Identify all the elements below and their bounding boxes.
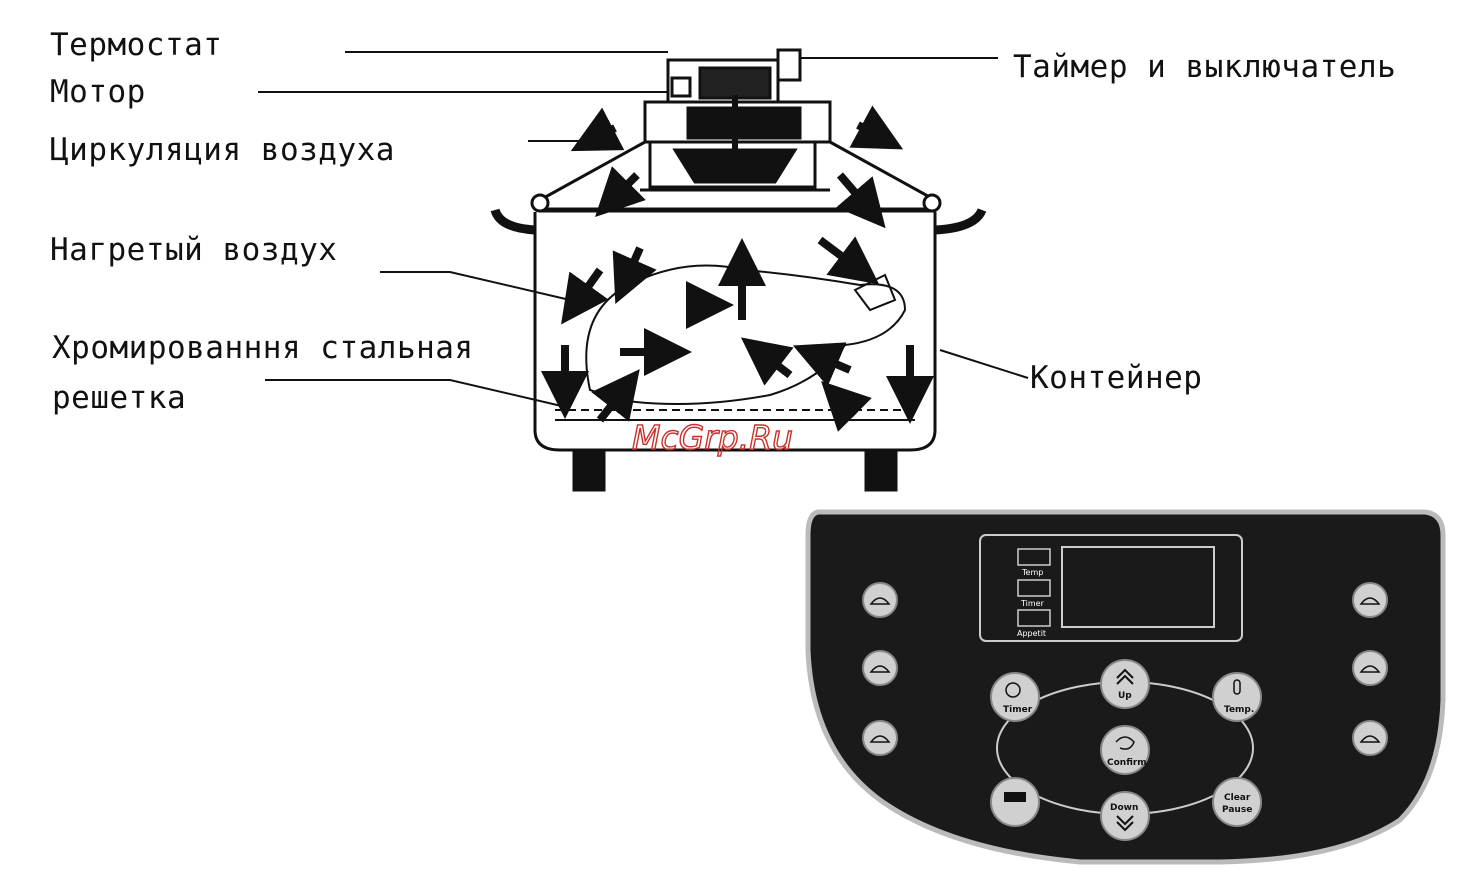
hinge-left bbox=[532, 195, 548, 211]
leader-grid bbox=[265, 380, 570, 408]
label-container: Контейнер bbox=[1030, 360, 1202, 396]
temp-button-label: Temp. bbox=[1224, 705, 1254, 715]
arrow-food-left bbox=[760, 352, 790, 375]
arrow-bowl-left1 bbox=[575, 270, 600, 305]
hinge-right bbox=[924, 195, 940, 211]
down-button-label: Down bbox=[1110, 803, 1138, 813]
handle-right bbox=[935, 210, 982, 230]
foot-left bbox=[574, 452, 604, 490]
display-screen bbox=[1062, 547, 1214, 627]
food-leg bbox=[855, 275, 895, 310]
handle-left bbox=[495, 210, 535, 230]
pause-button-label: Pause bbox=[1222, 805, 1252, 815]
indicator-timer-label: Timer bbox=[1020, 599, 1045, 608]
arrow-food-left2 bbox=[815, 355, 850, 370]
preset-button-right-1[interactable] bbox=[1353, 583, 1387, 617]
arrow-bottom-up bbox=[600, 388, 625, 420]
label-air-circulation: Циркуляция воздуха bbox=[50, 132, 395, 168]
arrow-bowl-right bbox=[820, 240, 860, 270]
label-timer-switch: Таймер и выключатель bbox=[1013, 49, 1396, 85]
preset-button-left-2[interactable] bbox=[863, 651, 897, 685]
indicator-temp-label: Temp bbox=[1021, 568, 1043, 577]
thermostat-switch bbox=[672, 78, 690, 96]
watermark: McGrp.Ru bbox=[632, 418, 793, 457]
preset-button-left-3[interactable] bbox=[863, 721, 897, 755]
confirm-button-label: Confirm bbox=[1107, 758, 1147, 768]
control-panel: Temp Timer Appetit Timer bbox=[808, 512, 1443, 862]
arrow-top-right bbox=[858, 125, 882, 138]
down-button[interactable] bbox=[1101, 792, 1149, 840]
arrow-lid-left bbox=[612, 175, 637, 200]
leader-heated-air bbox=[380, 272, 570, 300]
indicator-appetit-label: Appetit bbox=[1017, 629, 1046, 638]
label-heated-air: Нагретый воздух bbox=[50, 232, 337, 268]
motor-block bbox=[700, 68, 770, 98]
preset-button-right-3[interactable] bbox=[1353, 721, 1387, 755]
bowl bbox=[535, 212, 935, 450]
label-grid-line1: Хромированння стальная bbox=[52, 330, 474, 366]
speed-icon bbox=[1004, 792, 1026, 802]
fan-blade bbox=[675, 150, 795, 182]
timer-knob bbox=[778, 50, 800, 80]
label-motor: Мотор bbox=[50, 74, 146, 110]
up-button-label: Up bbox=[1118, 691, 1132, 701]
foot-right bbox=[866, 452, 896, 490]
arrow-top-left bbox=[592, 128, 615, 140]
clear-button-label: Clear bbox=[1224, 793, 1251, 803]
label-thermostat: Термостат bbox=[50, 27, 222, 63]
arrow-lid-right bbox=[840, 175, 870, 210]
leader-container bbox=[940, 350, 1028, 378]
timer-button-label: Timer bbox=[1003, 705, 1033, 715]
arrow-bottom-right bbox=[838, 398, 855, 415]
fan-block bbox=[688, 108, 800, 138]
preset-button-right-2[interactable] bbox=[1353, 651, 1387, 685]
label-grid-line2: решетка bbox=[52, 380, 186, 416]
preset-button-left-1[interactable] bbox=[863, 583, 897, 617]
arrow-bowl-left2 bbox=[625, 248, 640, 282]
